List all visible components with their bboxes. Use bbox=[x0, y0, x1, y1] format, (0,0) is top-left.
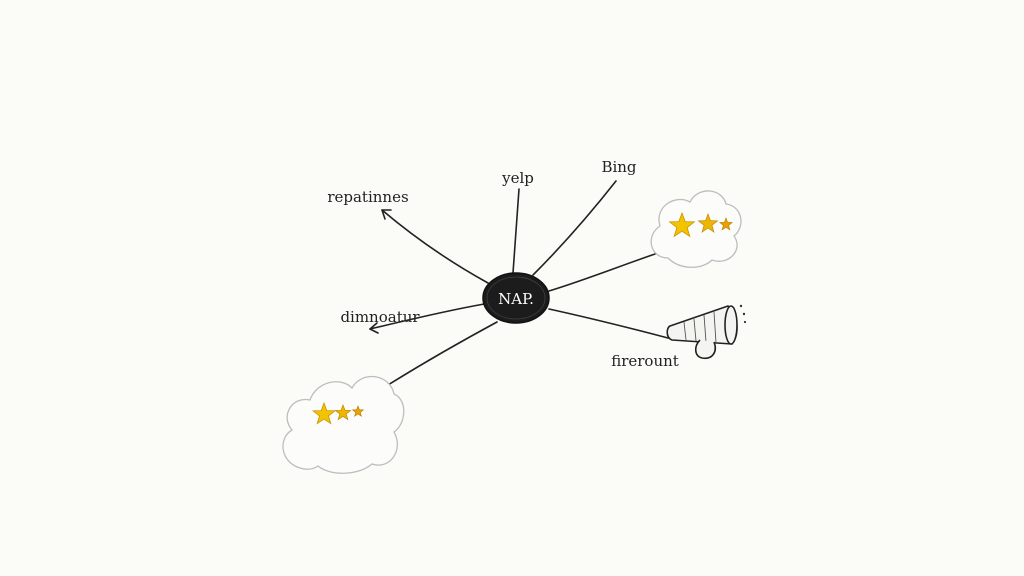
megaphone-icon bbox=[666, 304, 747, 360]
edge-yelp bbox=[512, 188, 520, 274]
star-rating-cloud-icon bbox=[650, 190, 742, 268]
star-icon bbox=[668, 211, 696, 238]
label-reputation: repatinnes bbox=[327, 188, 408, 206]
star-icon bbox=[718, 217, 734, 231]
edge-megaphone bbox=[548, 308, 669, 339]
edge-reputation bbox=[381, 209, 489, 284]
star-icon bbox=[334, 404, 352, 421]
label-bing: Bing bbox=[601, 158, 636, 176]
hub-label: NAP. bbox=[498, 290, 534, 308]
edge-cloud-right bbox=[548, 253, 656, 292]
edges bbox=[369, 180, 669, 386]
star-icon bbox=[351, 405, 365, 417]
label-yelp: yelp bbox=[501, 169, 534, 187]
edge-bing bbox=[532, 180, 617, 276]
arrowhead-directory bbox=[369, 322, 379, 334]
hub-node: NAP. bbox=[482, 272, 550, 324]
edge-cloud-left bbox=[387, 321, 498, 386]
arrowhead-reputation bbox=[381, 209, 392, 220]
star-icon bbox=[311, 401, 337, 425]
label-foursquare: firerount bbox=[611, 352, 679, 370]
star-icon bbox=[697, 212, 719, 233]
star-rating-cloud-icon bbox=[282, 375, 405, 474]
label-directory: dimnoatur bbox=[340, 308, 420, 326]
edge-directory bbox=[369, 303, 485, 330]
